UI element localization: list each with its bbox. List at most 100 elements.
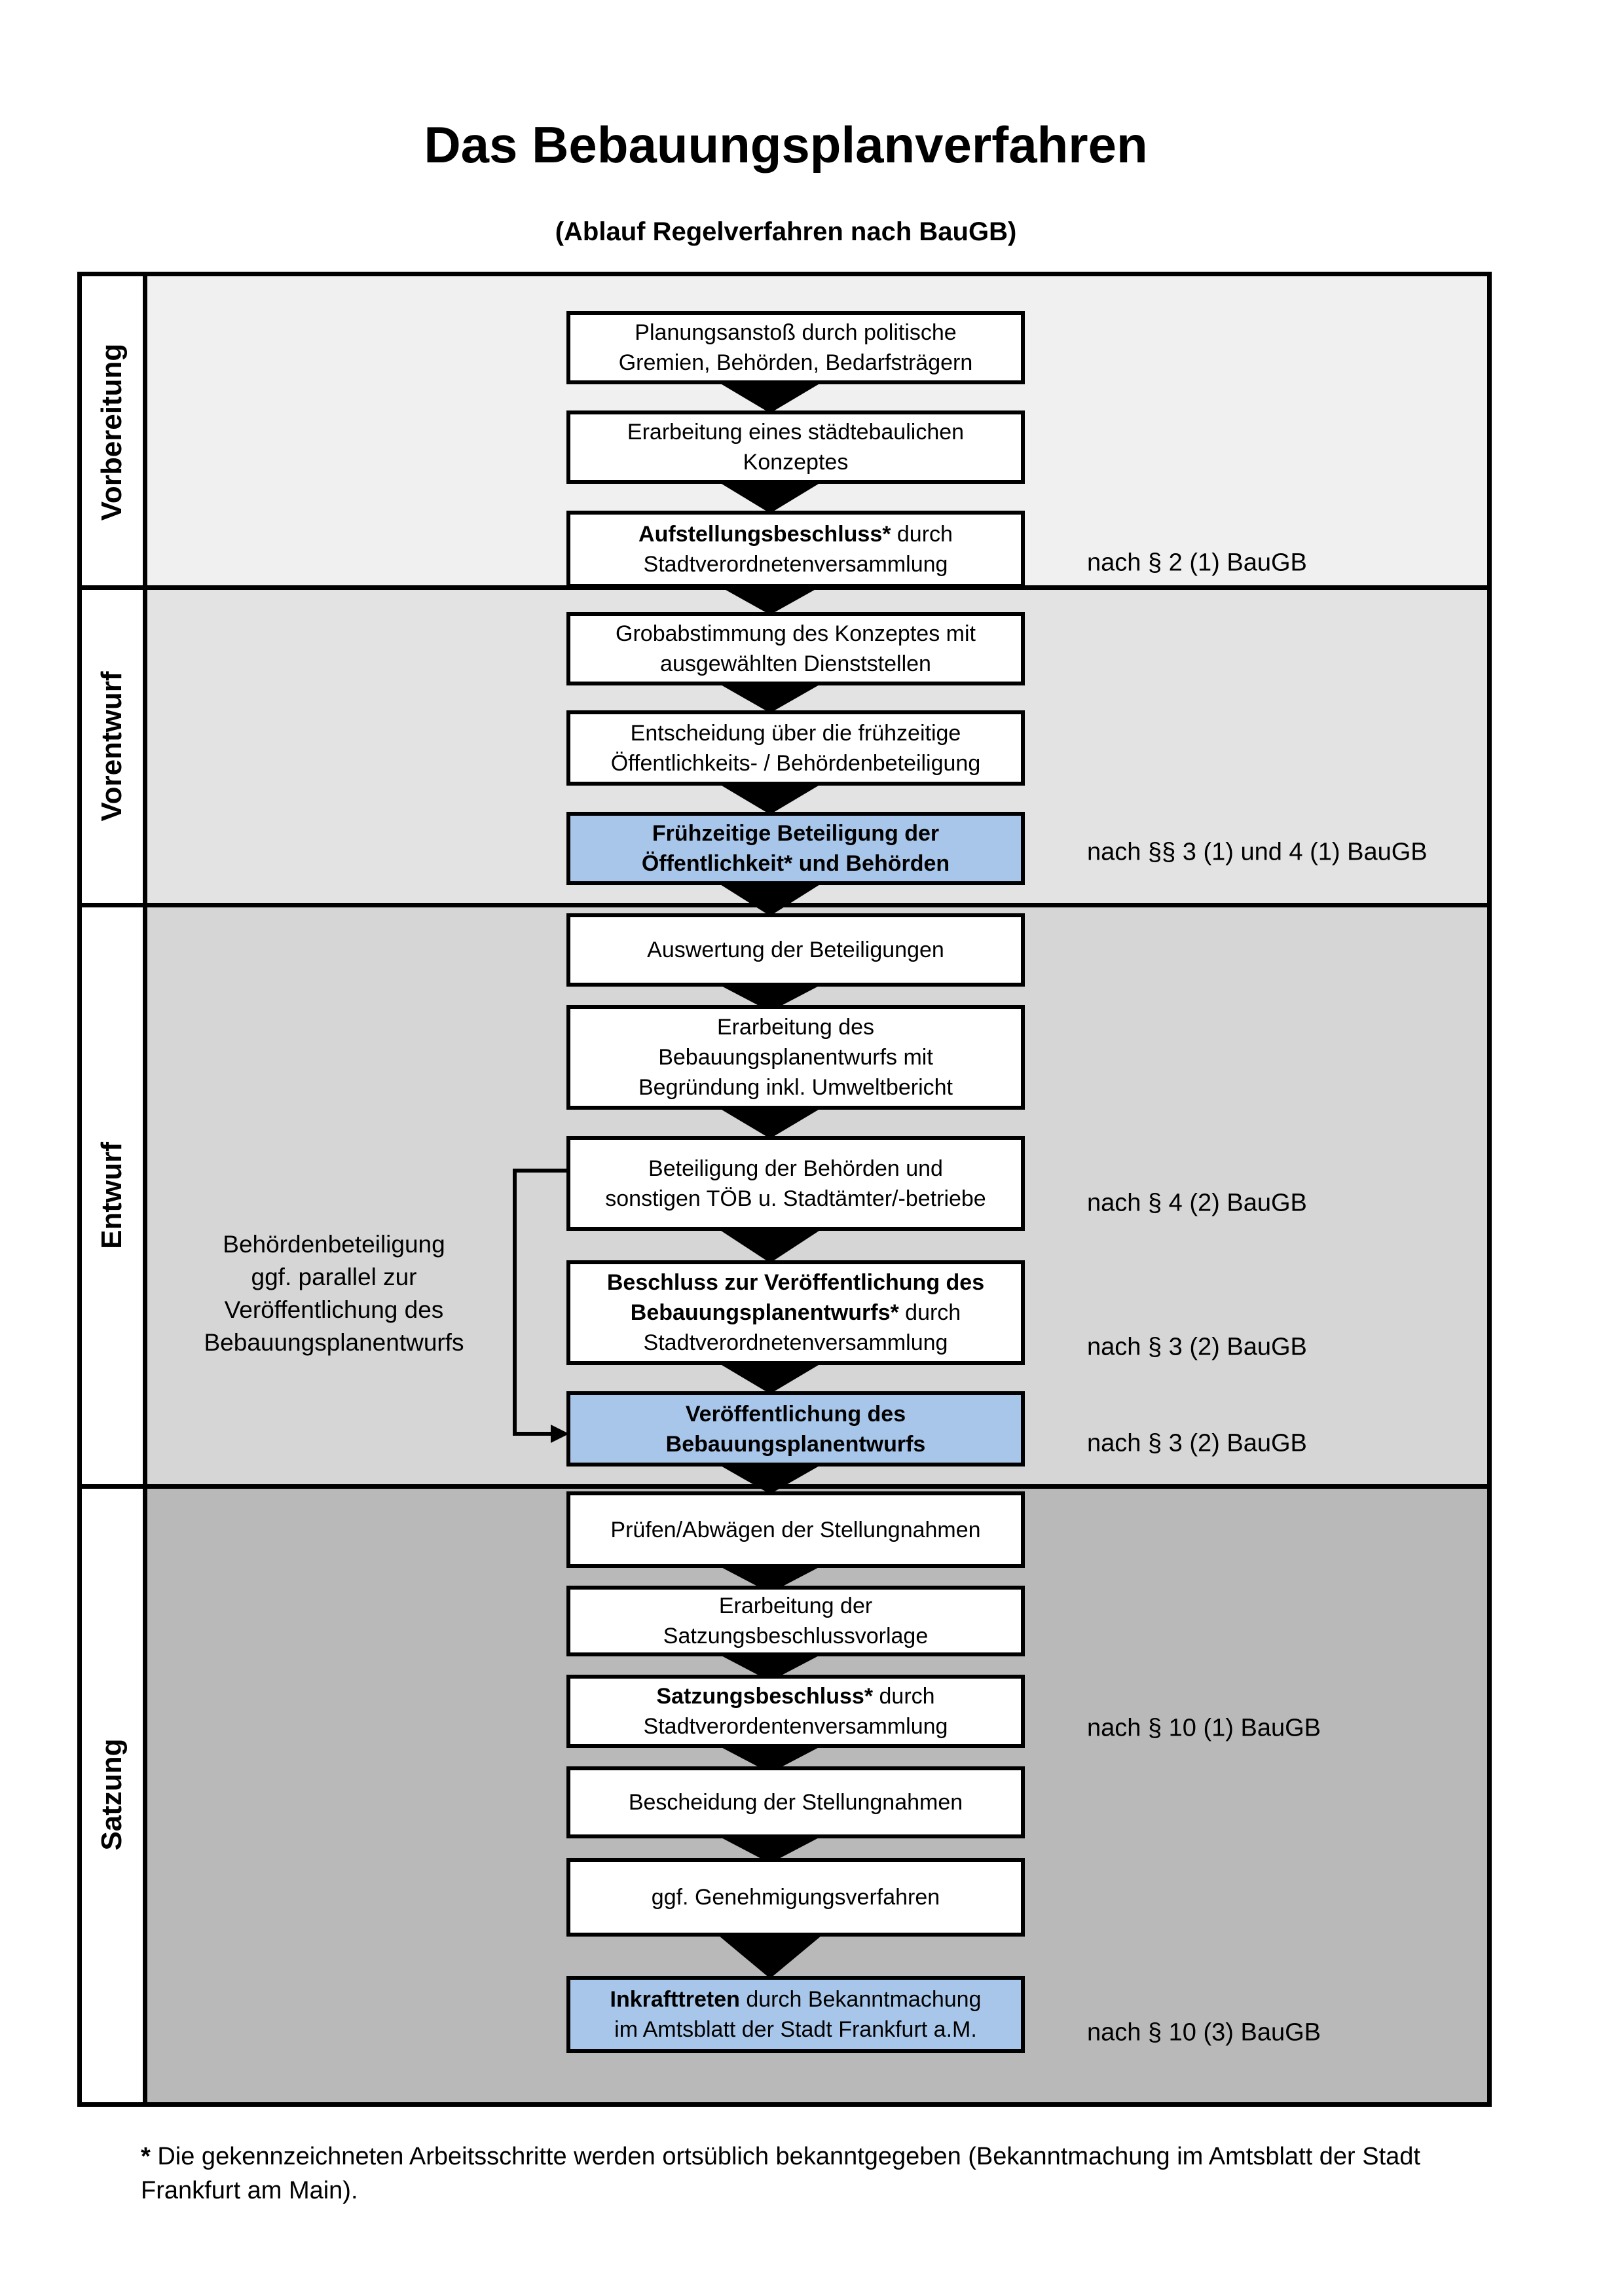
flow-box-inkrafttreten: Inkrafttreten durch Bekanntmachung im Amt… <box>566 1976 1025 2053</box>
flow-arrow-down-icon <box>715 584 825 615</box>
flow-box-line: Öffentlichkeit* und Behörden <box>642 848 950 879</box>
flow-box-line: Gremien, Behörden, Bedarfsträgern <box>619 348 973 378</box>
flow-box-line: Inkrafttreten durch Bekanntmachung <box>610 1984 982 2014</box>
section-label-vorentwurf: Vorentwurf <box>96 671 128 821</box>
flow-box-text: Stadtverordnetenversammlung <box>643 1330 948 1355</box>
section-label-satzung: Satzung <box>96 1738 128 1851</box>
flow-box-text: Aufstellungsbeschluss* <box>638 522 891 547</box>
flow-box-text: Beteiligung der Behörden und <box>648 1156 943 1181</box>
flow-box-text: Erarbeitung des <box>716 1015 875 1040</box>
flow-box-text: Frühzeitige Beteiligung der <box>652 821 940 846</box>
flow-box-line: Konzeptes <box>743 447 849 477</box>
flow-box-text: Erarbeitung der <box>718 1594 873 1618</box>
flow-box-line: Erarbeitung der <box>719 1591 872 1621</box>
page-subtitle: (Ablauf Regelverfahren nach BauGB) <box>555 217 1017 246</box>
footnote-line: * Die gekennzeichneten Arbeitsschritte w… <box>141 2140 1581 2174</box>
footnote-text: Die gekennzeichneten Arbeitsschritte wer… <box>150 2143 1420 2170</box>
footnote: * Die gekennzeichneten Arbeitsschritte w… <box>141 2140 1581 2208</box>
flow-box-line: Prüfen/Abwägen der Stellungnahmen <box>610 1515 980 1545</box>
flow-box-line: Veröffentlichung des <box>686 1399 906 1429</box>
flow-box-text: Satzungsbeschlussvorlage <box>663 1624 929 1649</box>
flow-box-line: im Amtsblatt der Stadt Frankfurt a.M. <box>614 2014 977 2045</box>
legal-reference-veroeffentlichungsbeschluss: nach § 3 (2) BauGB <box>1087 1333 1307 1361</box>
flow-box-line: Erarbeitung eines städtebaulichen <box>627 417 964 447</box>
legal-reference-satzungsbeschluss: nach § 10 (1) BauGB <box>1087 1714 1321 1742</box>
flow-box-text: Auswertung der Beteiligungen <box>647 938 944 962</box>
flow-box-text: im Amtsblatt der Stadt Frankfurt a.M. <box>614 2017 977 2042</box>
flow-box-line: Aufstellungsbeschluss* durch <box>638 519 953 549</box>
flow-box-line: Begründung inkl. Umweltbericht <box>638 1072 953 1102</box>
flow-box-line: Satzungsbeschlussvorlage <box>663 1621 928 1651</box>
flow-arrow-down-icon <box>715 782 825 814</box>
legal-reference-inkrafttreten: nach § 10 (3) BauGB <box>1087 2018 1321 2047</box>
flow-box-auswertung-beteiligungen: Auswertung der Beteiligungen <box>566 913 1025 987</box>
flow-box-text: Planungsanstoß durch politische <box>635 320 957 345</box>
flow-box-text: ausgewählten Dienststellen <box>660 651 931 676</box>
flow-box-text: Stadtverordentenversammlung <box>643 1714 948 1739</box>
flow-box-line: Entscheidung über die frühzeitige <box>631 718 961 748</box>
legal-reference-veroeffentlichung-entwurf: nach § 3 (2) BauGB <box>1087 1429 1307 1457</box>
flow-box-text: Inkrafttreten <box>610 1987 740 2012</box>
flow-box-text: Prüfen/Abwägen der Stellungnahmen <box>610 1517 981 1542</box>
flow-arrow-down-icon <box>715 1227 825 1263</box>
bracket-bottom-connector <box>513 1432 553 1436</box>
section-label-vorbereitung: Vorbereitung <box>96 343 128 520</box>
flow-box-line: Bebauungsplanentwurfs mit <box>658 1042 933 1072</box>
flow-box-behoerdenbeteiligung: Beteiligung der Behörden und sonstigen TÖ… <box>566 1136 1025 1231</box>
flow-arrow-down-icon <box>715 1106 825 1139</box>
flow-box-line: Beschluss zur Veröffentlichung des <box>607 1267 984 1298</box>
flow-box-text: Bescheidung der Stellungnahmen <box>628 1790 963 1815</box>
flow-box-text: Bebauungsplanentwurfs mit <box>658 1045 933 1070</box>
flow-box-line: Stadtverordentenversammlung <box>644 1711 948 1741</box>
flow-box-text: durch Bekanntmachung <box>739 1987 982 2012</box>
page-title: Das Bebauungsplanverfahren <box>424 116 1148 173</box>
flow-box-line: Grobabstimmung des Konzeptes mit <box>616 619 976 649</box>
flow-box-text: Satzungsbeschluss* <box>656 1684 874 1709</box>
asterisk-marker: * <box>141 2143 151 2170</box>
flow-box-line: ggf. Genehmigungsverfahren <box>652 1882 940 1912</box>
flow-box-line: Stadtverordnetenversammlung <box>644 549 948 579</box>
flow-box-text: Beschluss zur Veröffentlichung des <box>606 1270 985 1295</box>
bracket-vertical-line <box>513 1169 517 1436</box>
flow-arrow-down-icon <box>715 380 825 413</box>
flow-box-text: Bebauungsplanentwurfs <box>665 1431 926 1457</box>
legal-reference-aufstellungsbeschluss: nach § 2 (1) BauGB <box>1087 549 1307 577</box>
flow-arrow-down-icon <box>715 1933 825 1978</box>
flow-box-text: Öffentlichkeits- / Behördenbeteiligung <box>610 750 981 776</box>
flow-box-line: Satzungsbeschluss* durch <box>656 1681 934 1711</box>
annotation-line: ggf. parallel zur <box>251 1264 417 1290</box>
section-label-entwurf: Entwurf <box>96 1142 128 1249</box>
annotation-line: Bebauungsplanentwurfs <box>204 1329 464 1356</box>
annotation-line: Veröffentlichung des <box>224 1296 444 1323</box>
flow-box-text: Stadtverordnetenversammlung <box>643 552 948 577</box>
flow-box-line: Bescheidung der Stellungnahmen <box>629 1787 963 1817</box>
flow-box-line: ausgewählten Dienststellen <box>660 649 931 679</box>
flow-box-text: Gremien, Behörden, Bedarfsträgern <box>618 350 973 375</box>
flow-box-line: Öffentlichkeits- / Behördenbeteiligung <box>611 748 981 778</box>
flow-box-pruefen-abwaegen: Prüfen/Abwägen der Stellungnahmen <box>566 1491 1025 1568</box>
flow-box-line: Bebauungsplanentwurfs* durch <box>631 1298 961 1328</box>
flow-arrow-down-icon <box>715 881 825 916</box>
flow-box-text: durch <box>891 522 953 547</box>
flow-box-line: Beteiligung der Behörden und <box>648 1154 943 1184</box>
flow-box-line: sonstigen TÖB u. Stadtämter/-betriebe <box>605 1184 986 1214</box>
flow-box-line: Bebauungsplanentwurfs <box>666 1429 926 1459</box>
bracket-top-connector <box>513 1169 569 1173</box>
flow-box-line: Auswertung der Beteiligungen <box>647 935 944 965</box>
flow-box-text: Begründung inkl. Umweltbericht <box>638 1075 953 1100</box>
flow-box-genehmigungsverfahren: ggf. Genehmigungsverfahren <box>566 1858 1025 1937</box>
flow-box-line: Frühzeitige Beteiligung der <box>652 818 939 848</box>
flow-box-text: durch <box>873 1684 935 1709</box>
flow-box-text: durch <box>898 1300 961 1325</box>
